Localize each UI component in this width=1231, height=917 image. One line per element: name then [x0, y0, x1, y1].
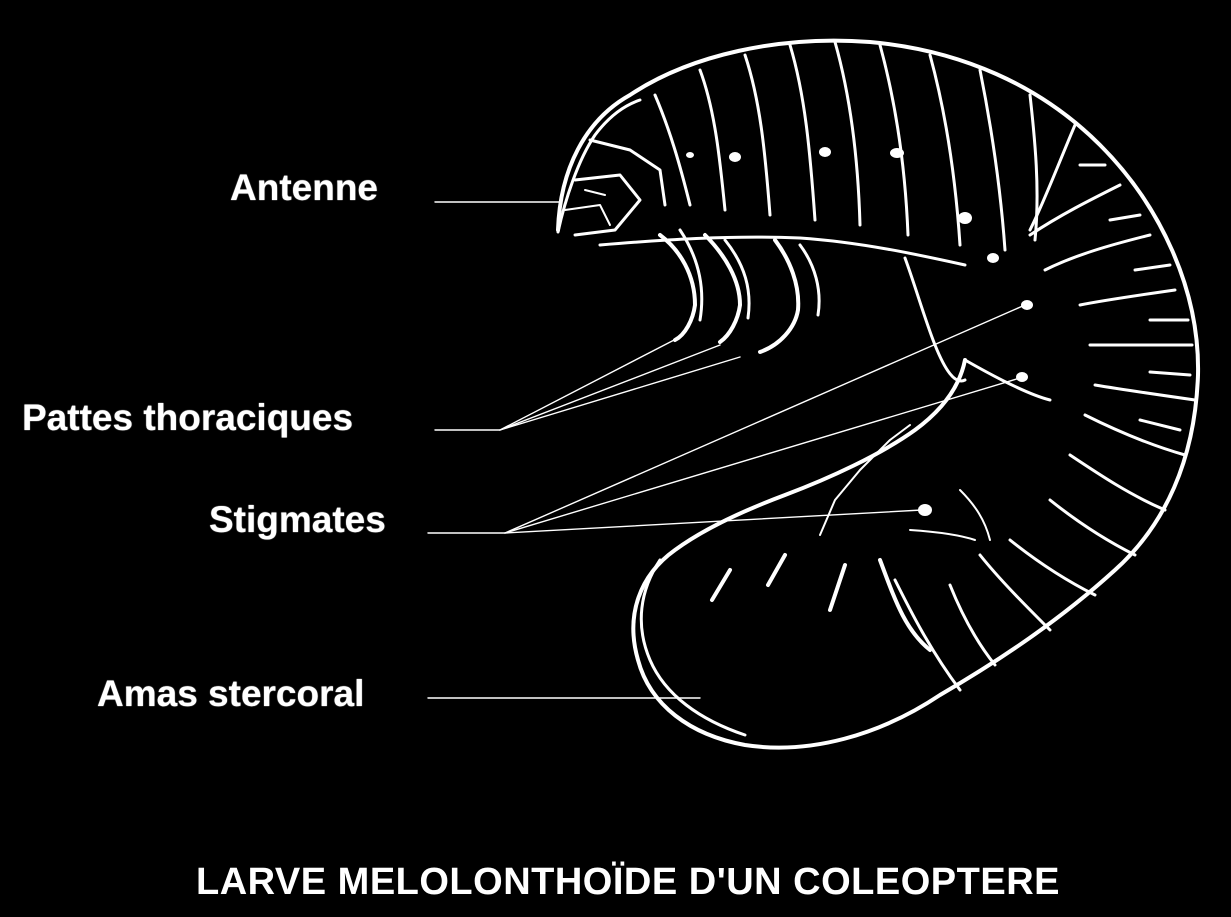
abdomen-inner-outline	[965, 360, 1050, 400]
leader-stigmates-1	[505, 305, 1025, 533]
segment-line	[1085, 415, 1185, 455]
head-detail-1	[575, 175, 640, 235]
label-stigmates: Stigmates	[209, 500, 386, 540]
head-detail-2	[590, 140, 665, 205]
segment-line	[1050, 500, 1135, 555]
leg-1	[660, 235, 695, 340]
leader-pattes-leg2	[500, 345, 720, 430]
spiracle	[1016, 372, 1028, 382]
segment-line	[1070, 455, 1165, 510]
segment-ridge	[1150, 372, 1190, 375]
segment-line	[880, 45, 908, 235]
label-pattes-thoraciques: Pattes thoraciques	[22, 398, 412, 438]
segment-line	[1030, 185, 1120, 235]
thorax-ventral	[905, 258, 965, 381]
spiracle	[819, 147, 831, 157]
segment-line	[950, 585, 995, 665]
spiracle	[1021, 300, 1033, 310]
segment-line	[790, 45, 815, 220]
segment-line	[835, 42, 860, 225]
inner-line	[910, 530, 975, 540]
segment-line	[930, 55, 960, 245]
inner-line	[960, 490, 990, 540]
spiracle	[686, 152, 694, 158]
segment-line	[745, 55, 770, 215]
segment-line	[655, 95, 690, 205]
head-detail-3	[565, 190, 610, 225]
larva-body-outline	[558, 41, 1198, 748]
segment-ridge	[1140, 420, 1180, 430]
segment-ridge	[1110, 215, 1140, 220]
spiracle	[729, 152, 741, 162]
spiracle	[958, 212, 972, 224]
segment-line	[895, 580, 960, 690]
segment-line	[1095, 385, 1195, 400]
stercoral-mark	[712, 570, 730, 600]
figure-title: LARVE MELOLONTHOÏDE D'UN COLEOPTERE	[196, 860, 1060, 904]
segment-line	[980, 555, 1050, 630]
segment-line	[1080, 290, 1175, 305]
segment-line	[980, 70, 1005, 250]
segment-line	[700, 70, 725, 210]
segment-ridge	[1135, 265, 1170, 270]
leg-3-inner	[800, 245, 819, 315]
label-amas-stercoral: Amas stercoral	[97, 674, 364, 714]
segment-line	[1010, 540, 1095, 595]
spiracle	[987, 253, 999, 263]
leader-stigmates-2	[505, 378, 1020, 533]
label-antenne: Antenne	[230, 168, 378, 208]
segment-line	[1045, 235, 1150, 270]
stercoral-mass-outline	[641, 560, 745, 735]
leg-3	[760, 240, 798, 352]
leg-2	[705, 235, 740, 342]
spiracle	[890, 148, 904, 158]
stercoral-mark	[830, 565, 845, 610]
stercoral-mark	[880, 560, 930, 650]
stercoral-mark	[768, 555, 785, 585]
